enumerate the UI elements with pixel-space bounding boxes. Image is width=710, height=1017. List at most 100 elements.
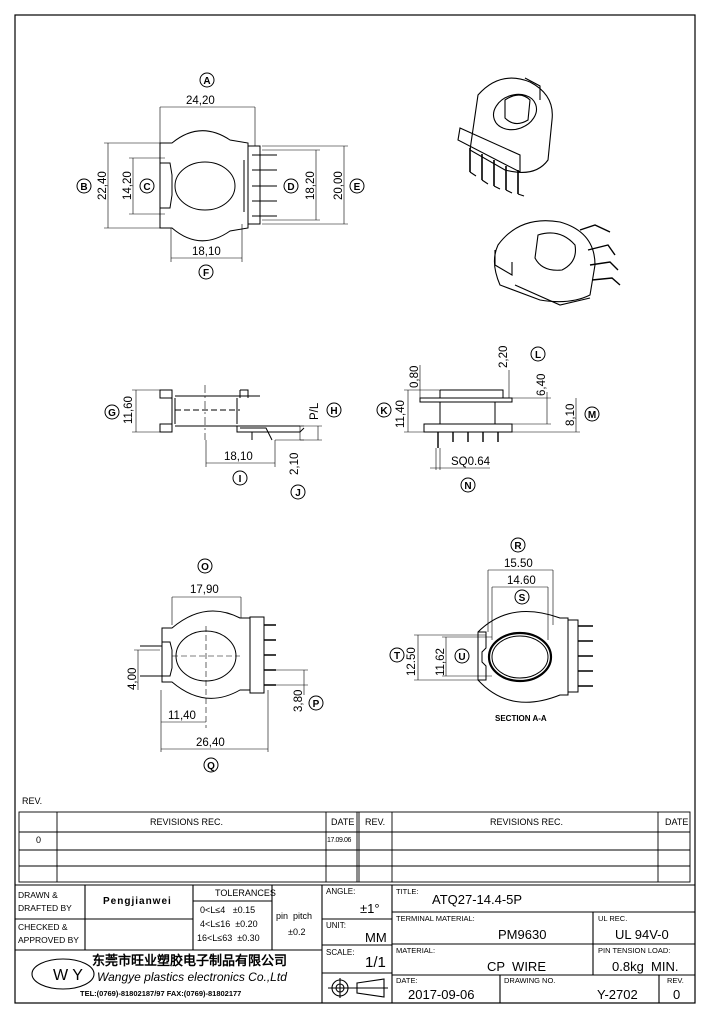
dim-h: P/L	[309, 402, 321, 420]
ul-rec-value: UL 94V-0	[615, 927, 669, 942]
bottom-view	[134, 596, 308, 752]
tolerance-2: 4<L≤16 ±0.20	[200, 919, 258, 929]
dim-j: 2,10	[289, 453, 301, 475]
rev-value: 0	[673, 987, 681, 1002]
company-name-cn: 东莞市旺业塑胶电子制品有限公司	[92, 953, 288, 968]
dim-l: 2,20	[498, 346, 510, 368]
dim-i: 18,10	[224, 451, 253, 463]
callout-k: K	[380, 406, 388, 417]
company-logo	[31, 958, 95, 990]
pin-tension-label: PIN TENSION LOAD:	[598, 946, 671, 955]
unit-value: MM	[365, 930, 387, 945]
dim-t: 12.50	[406, 647, 418, 676]
projection-symbol-icon	[328, 978, 388, 998]
angle-value: ±1°	[360, 901, 380, 916]
dim-k: 11,40	[395, 400, 407, 428]
scale-value: 1/1	[365, 954, 386, 971]
dim-o-mid: 11,40	[168, 710, 196, 722]
section-view	[414, 569, 593, 703]
callout-f: F	[203, 268, 209, 279]
dim-m: 8,10	[565, 404, 577, 426]
side-view-left	[132, 385, 322, 467]
pin-pitch-value: ±0.2	[288, 927, 306, 937]
isometric-view-top	[457, 77, 553, 197]
side-view-right	[404, 365, 580, 470]
sheet-border	[14, 14, 696, 1004]
callout-u: U	[458, 652, 465, 663]
company-logo-text: W Y	[53, 967, 83, 984]
callout-a: A	[203, 76, 210, 87]
title-block-grid	[15, 884, 695, 1003]
terminal-material-label: TERMINAL MATERIAL:	[396, 914, 475, 923]
dim-p: 3,80	[293, 690, 305, 712]
callout-h: H	[330, 406, 337, 417]
tolerance-1: 0<L≤4 ±0.15	[200, 905, 256, 915]
drawing-no-value: Y-2702	[597, 987, 638, 1002]
drawn-value: Pengjianwei	[103, 896, 172, 907]
ul-rec-label: UL REC.	[598, 914, 628, 923]
section-label: SECTION A-A	[495, 714, 547, 723]
angle-label: ANGLE:	[326, 887, 356, 896]
callout-r: R	[514, 541, 522, 552]
unit-label: UNIT:	[326, 921, 346, 930]
top-view	[104, 106, 348, 262]
dim-g: 11,60	[123, 396, 135, 424]
callout-q: Q	[207, 761, 215, 772]
callout-n: N	[464, 481, 471, 492]
terminal-material-value: PM9630	[498, 927, 547, 942]
tolerances-title: TOLERANCES	[215, 888, 276, 898]
rev-header-rev-right: REV.	[365, 817, 386, 827]
company-name-en: Wangye plastics electronics Co.,Ltd	[97, 970, 287, 984]
dim-a: 24,20	[186, 95, 215, 107]
rev-label: REV.	[667, 976, 684, 985]
callout-d: D	[287, 182, 294, 193]
revisions-caption: REV.	[22, 796, 43, 806]
callout-c: C	[143, 182, 150, 193]
pin-pitch-label: pin pitch	[276, 911, 313, 921]
title-value: ATQ27-14.4-5P	[432, 892, 523, 907]
checked-label: CHECKED & APPROVED BY	[18, 922, 79, 945]
revision-table-grid	[18, 811, 691, 883]
callout-m: M	[588, 410, 596, 421]
callout-circles	[76, 72, 600, 773]
rev-header-rec-left: REVISIONS REC.	[150, 817, 224, 827]
rev-header-date-right: DATE	[665, 817, 689, 827]
callout-o: O	[201, 562, 209, 573]
isometric-view-bottom	[493, 220, 621, 306]
callout-j: J	[295, 488, 301, 499]
callout-i: I	[239, 474, 242, 485]
callout-p: P	[313, 699, 320, 710]
dim-l2: 6,40	[536, 374, 548, 396]
tolerance-3: 16<L≤63 ±0.30	[197, 933, 260, 943]
pin-tension-value: 0.8kg MIN.	[612, 959, 679, 974]
rev-row-rev: 0	[36, 835, 42, 845]
rev-header-rec-right: REVISIONS REC.	[490, 817, 564, 827]
dim-r: 15.50	[504, 558, 533, 570]
material-value: CP WIRE	[487, 959, 546, 974]
callout-b: B	[80, 182, 87, 193]
callout-e: E	[354, 182, 361, 193]
dim-o: 17,90	[190, 584, 219, 596]
date-label: DATE:	[396, 976, 418, 985]
dim-b: 22,40	[97, 171, 109, 200]
date-value: 2017-09-06	[408, 987, 475, 1002]
dim-o-side: 4,00	[127, 668, 139, 690]
callout-g: G	[108, 408, 116, 419]
dim-c: 14,20	[122, 171, 134, 200]
drawing-no-label: DRAWING NO.	[504, 976, 556, 985]
dim-e: 20,00	[333, 171, 345, 200]
callout-t: T	[394, 651, 400, 662]
dim-q: 26,40	[196, 737, 225, 749]
dim-n: SQ0.64	[451, 456, 491, 468]
callout-s: S	[519, 593, 526, 604]
dim-f: 18,10	[192, 246, 221, 258]
title-label: TITLE:	[396, 887, 419, 896]
rev-header-date-left: DATE	[331, 817, 355, 827]
dim-d: 18,20	[305, 171, 317, 200]
dim-k-top: 0,80	[409, 366, 421, 388]
drawn-label: DRAWN & DRAFTED BY	[18, 890, 72, 913]
callout-l: L	[535, 350, 541, 361]
rev-row-date: 17.09.06	[327, 837, 352, 844]
